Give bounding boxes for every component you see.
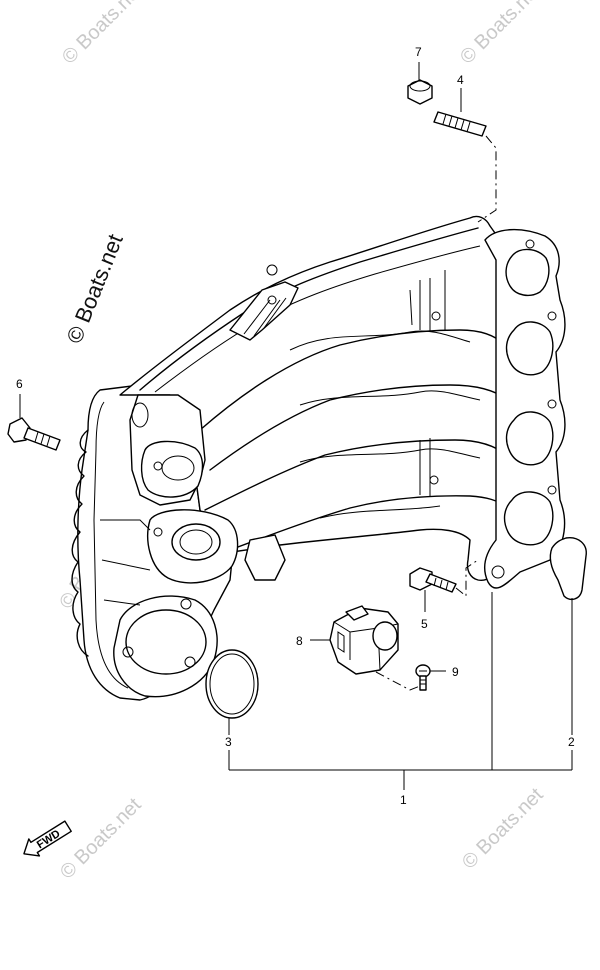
callout-1: 1 — [400, 793, 407, 807]
flange-bolt-5 — [491, 565, 505, 579]
callout-8: 8 — [296, 634, 303, 648]
bottom-housing-bolt-3 — [180, 598, 192, 610]
callout-3: 3 — [225, 735, 232, 749]
leader-lines — [19, 62, 573, 790]
back-boss-1 — [431, 311, 441, 321]
manifold-side-ribs — [71, 429, 89, 657]
fwd-arrow: FWD — [23, 820, 72, 857]
flange-port-3 — [505, 411, 554, 466]
top-mount-boss — [267, 295, 277, 305]
flange-bolt-2 — [547, 311, 557, 321]
flange-port-4 — [503, 491, 554, 546]
runner-band-3 — [299, 448, 481, 463]
bolt-part-5 — [409, 567, 457, 593]
callout-2: 2 — [568, 735, 575, 749]
throttle-port-upper-bolt — [153, 461, 163, 471]
gasket-part-2 — [549, 537, 587, 601]
runner-band-4 — [319, 505, 441, 519]
manifold-base-inner — [93, 401, 129, 689]
watermark-top-right: © Boats.net — [456, 0, 546, 69]
throttle-port-upper — [140, 440, 204, 498]
flange-bolt-1 — [525, 239, 535, 249]
bottom-housing-bolt-2 — [184, 656, 196, 668]
bottom-housing-bolt-1 — [122, 646, 134, 658]
throttle-port-lower-bolt — [153, 527, 163, 537]
throttle-port-lower-bore — [171, 523, 221, 561]
front-port-boss-1-hole — [131, 402, 149, 428]
runner-4 — [229, 495, 509, 551]
runner-3 — [204, 439, 509, 511]
bolt-part-6 — [7, 417, 61, 451]
runner-2 — [209, 384, 509, 471]
top-mount-tab-ribs — [243, 297, 287, 337]
screw-part-9 — [415, 664, 431, 691]
nut-part-7 — [407, 79, 433, 105]
base-plate-detail — [100, 519, 151, 606]
lower-bracket — [244, 534, 286, 581]
flange-port-2 — [505, 321, 554, 376]
callout-5: 5 — [421, 617, 428, 631]
callout-9: 9 — [452, 665, 459, 679]
watermark-bottom-right: © Boats.net — [458, 784, 548, 874]
watermark-top-left: © Boats.net — [58, 0, 148, 69]
plenum-top-ridge-2 — [154, 245, 481, 393]
callout-4: 4 — [457, 73, 464, 87]
flange-bolt-4 — [547, 485, 557, 495]
sensor-part-8 — [329, 605, 399, 675]
flange-port-1 — [505, 248, 550, 297]
callout-7: 7 — [415, 45, 422, 59]
top-mount-hole — [266, 264, 278, 276]
runner-band-1 — [289, 330, 471, 351]
fwd-arrow-shape — [23, 820, 72, 857]
throttle-port-lower-inner — [179, 529, 213, 555]
runner-band-2 — [299, 390, 481, 406]
o-ring-part-3 — [205, 649, 259, 719]
stud-part-4 — [433, 111, 487, 137]
o-ring-part-3-inner — [209, 653, 255, 715]
watermark-bottom-left: © Boats.net — [56, 794, 146, 884]
top-mount-tab — [229, 281, 299, 341]
callout-labels: 1 2 3 4 5 6 7 8 9 — [16, 45, 575, 807]
callout-6: 6 — [16, 377, 23, 391]
back-boss-2 — [429, 475, 439, 485]
intake-manifold — [71, 215, 509, 701]
head-flange — [484, 228, 566, 589]
back-ribs — [409, 270, 446, 497]
runner-1 — [199, 329, 506, 431]
flange-bolt-3 — [547, 399, 557, 409]
bottom-housing-face — [125, 609, 207, 675]
watermark-main: © Boats.net — [61, 231, 127, 347]
plenum-top-ridge — [139, 227, 479, 391]
